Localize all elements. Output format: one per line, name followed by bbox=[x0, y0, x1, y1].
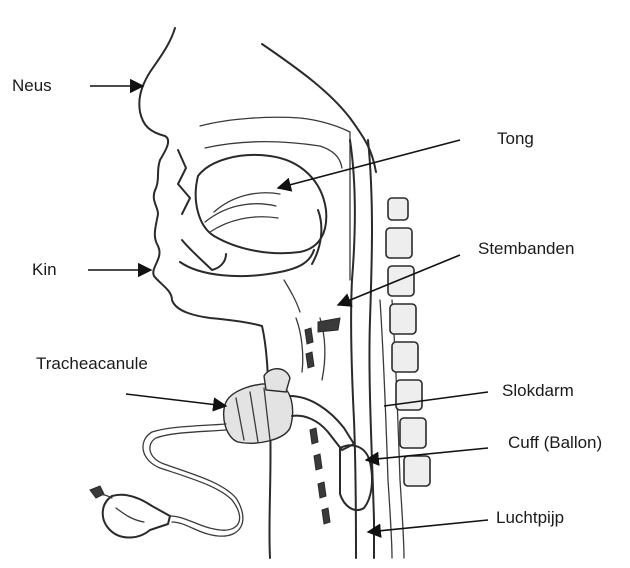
label-luchtpijp: Luchtpijp bbox=[496, 509, 564, 526]
vertebrae bbox=[386, 198, 430, 486]
label-slokdarm: Slokdarm bbox=[502, 382, 574, 399]
label-tong: Tong bbox=[497, 130, 534, 147]
arrow-tracheacanule bbox=[126, 394, 226, 406]
label-neus: Neus bbox=[12, 77, 52, 94]
pilot-tube bbox=[143, 424, 240, 530]
arrow-stembanden bbox=[338, 255, 460, 305]
pilot-balloon bbox=[90, 486, 170, 538]
label-cuff: Cuff (Ballon) bbox=[508, 434, 602, 451]
skull-outline bbox=[262, 44, 376, 172]
label-stembanden: Stembanden bbox=[478, 240, 574, 257]
pharynx-wall bbox=[350, 140, 356, 558]
label-kin: Kin bbox=[32, 261, 57, 278]
arrow-luchtpijp bbox=[368, 520, 488, 532]
trachea-rings bbox=[305, 328, 330, 524]
tracheostomy-tube bbox=[224, 369, 354, 450]
label-tracheacanule: Tracheacanule bbox=[36, 355, 148, 372]
